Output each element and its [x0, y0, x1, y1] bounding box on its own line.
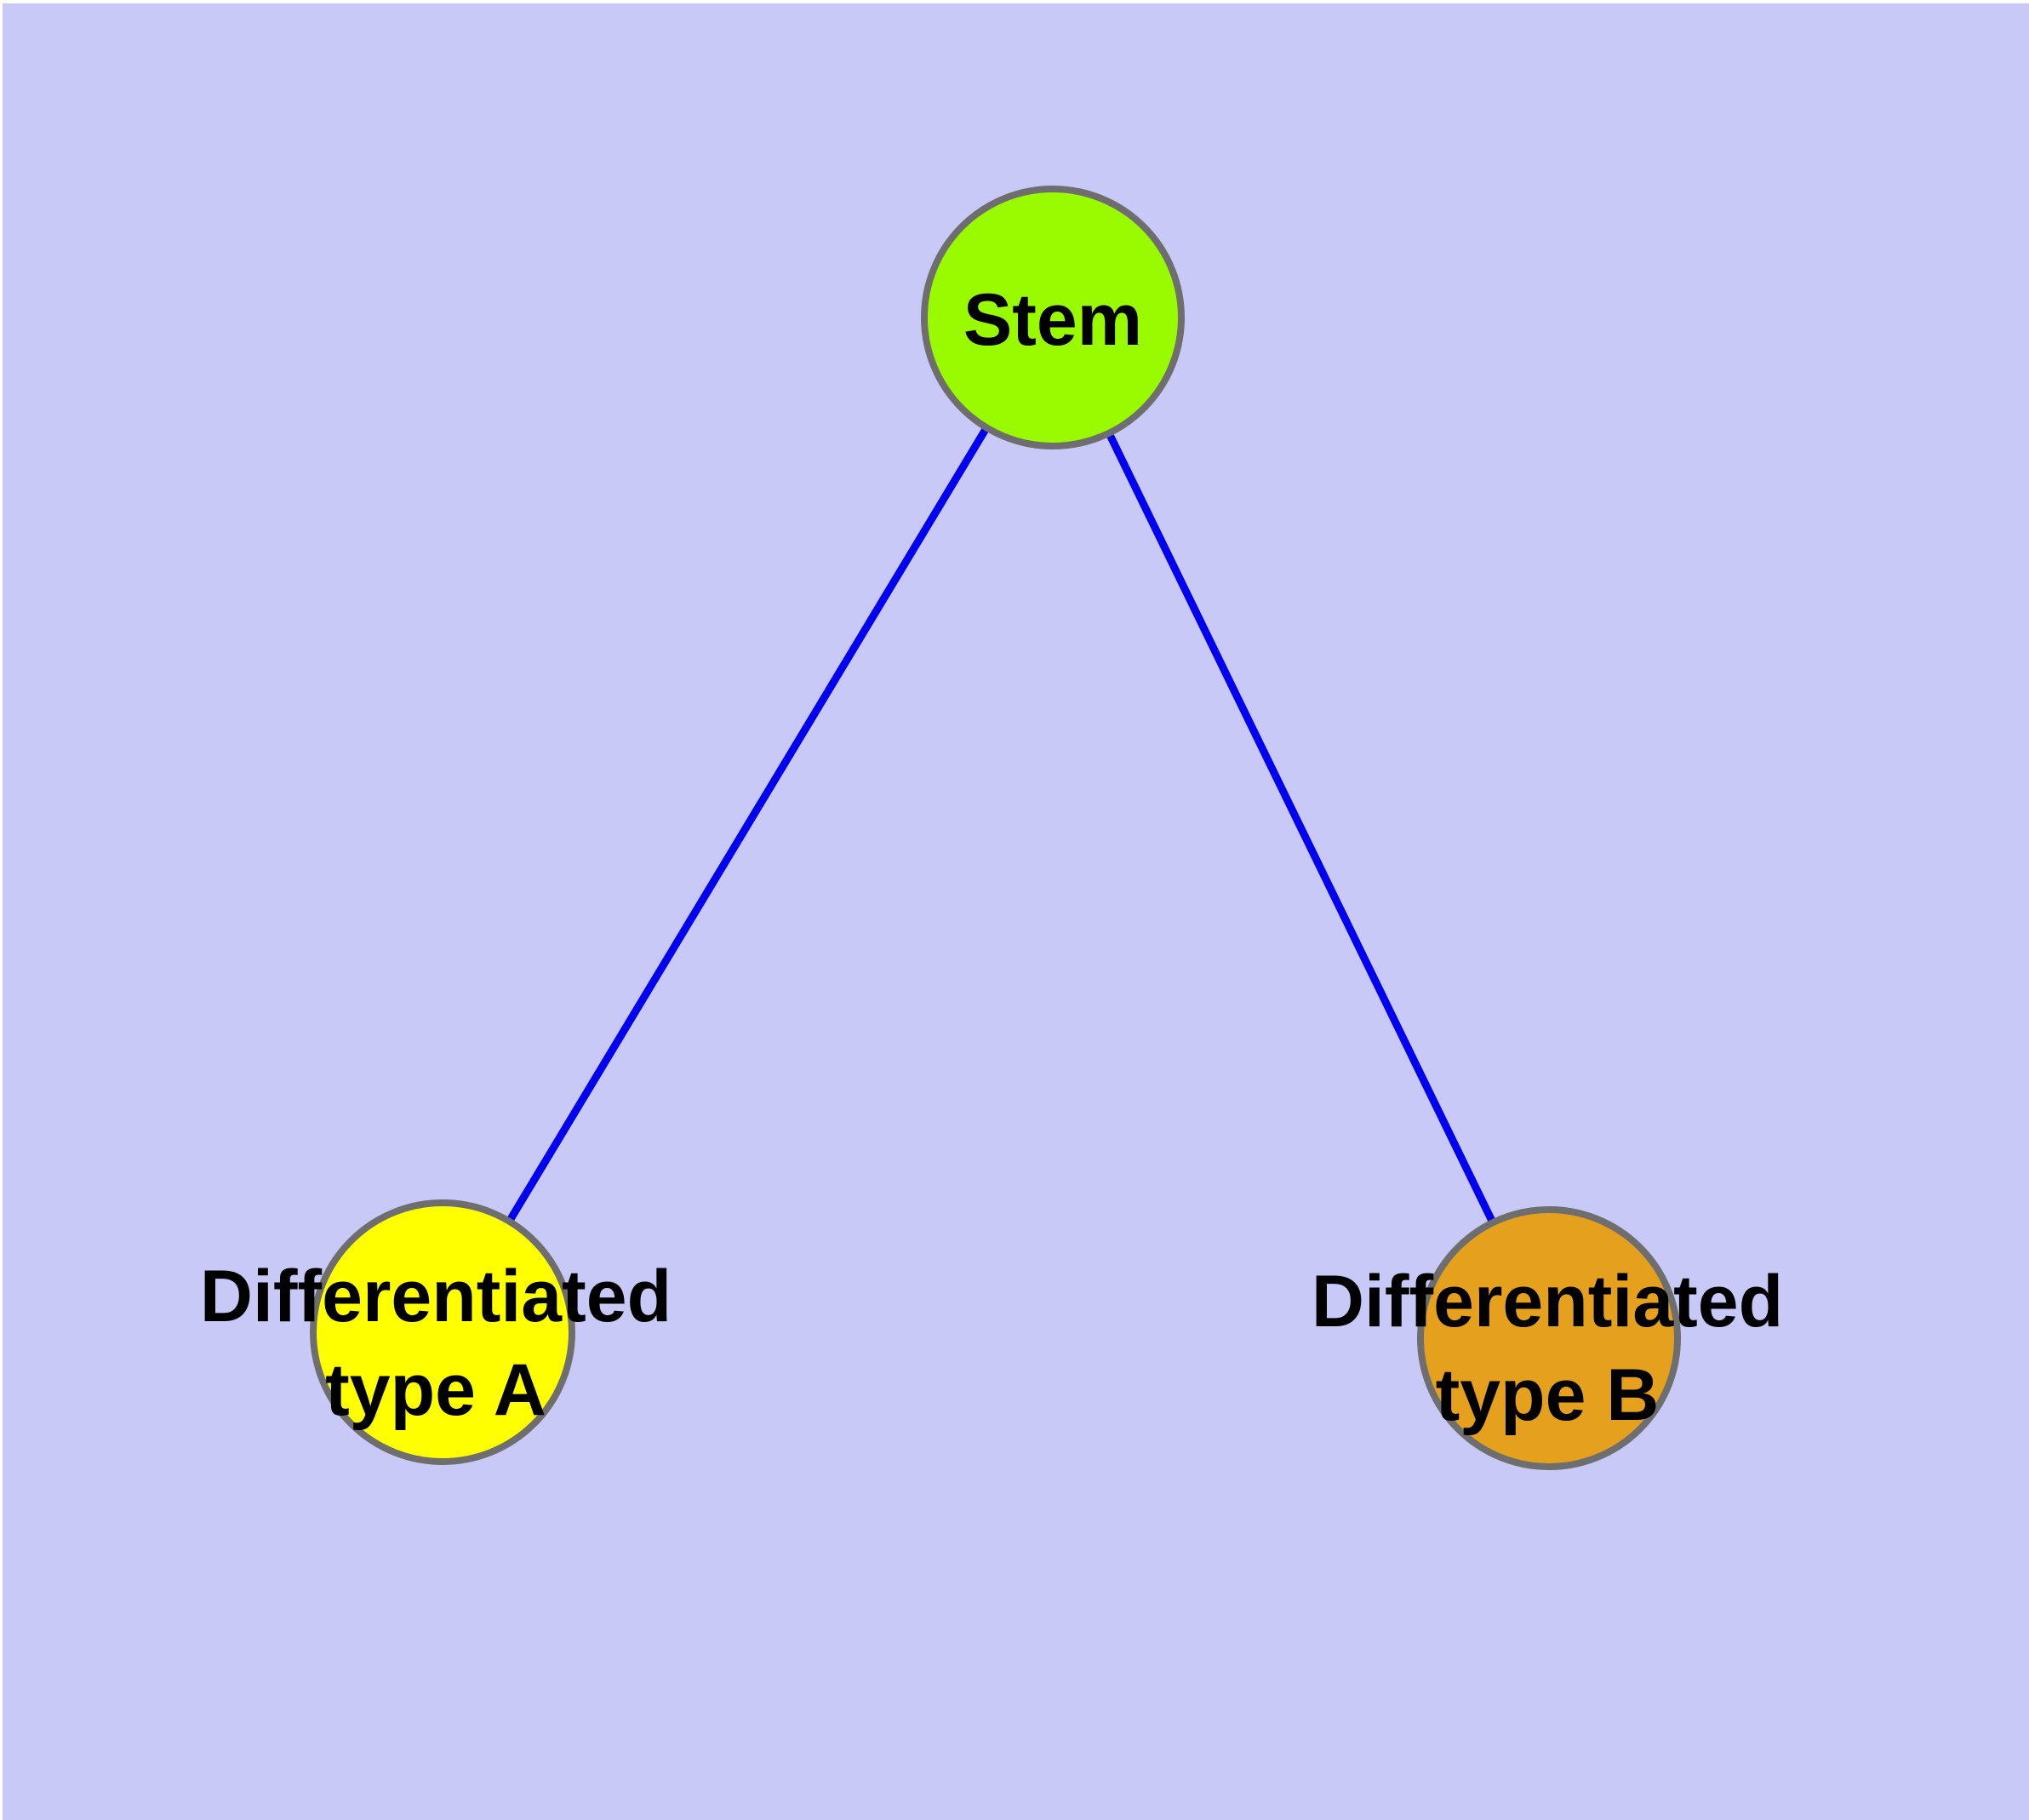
node-type-b-circle [1417, 1206, 1681, 1470]
node-stem-circle [921, 186, 1185, 449]
node-type-a-label-line1: Differentiated [200, 1256, 672, 1337]
edge-stem-to-type-a [439, 315, 1056, 1335]
image-left-edge [0, 0, 3, 1820]
edge-stem-to-type-b [1049, 316, 1553, 1340]
node-type-b-label-line2: type B [1436, 1354, 1660, 1436]
node-type-b-label-line1: Differentiated [1312, 1261, 1783, 1342]
node-stem-label: Stem [963, 279, 1142, 361]
node-type-a-label-line2: type A [325, 1349, 546, 1431]
node-type-a-circle [310, 1199, 575, 1465]
image-top-edge [0, 0, 2029, 3]
